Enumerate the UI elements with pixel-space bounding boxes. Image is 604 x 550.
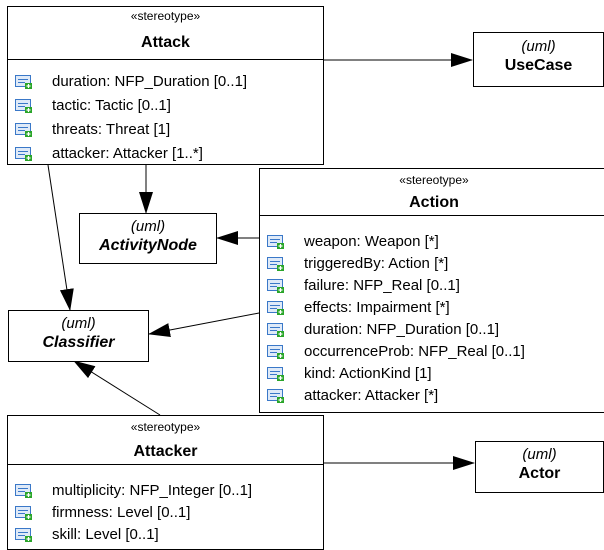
attribute-text: triggeredBy: Action [*] [304, 255, 449, 272]
attacker-stereotype-box[interactable]: «stereotype» Attacker multiplicity: NFP_… [7, 415, 324, 550]
attack-stereotype-box[interactable]: «stereotype» Attack duration: NFP_Durati… [7, 6, 324, 165]
property-icon [15, 123, 32, 137]
extension-attacker-classifier [73, 360, 161, 416]
attribute-text: kind: ActionKind [1] [304, 365, 432, 382]
property-icon [267, 257, 284, 271]
property-icon [267, 367, 284, 381]
attribute-text: attacker: Attacker [*] [304, 387, 439, 404]
attribute-text: skill: Level [0..1] [52, 526, 159, 543]
attribute-text: multiplicity: NFP_Integer [0..1] [52, 482, 253, 499]
property-icon [15, 147, 32, 161]
property-icon [267, 389, 284, 403]
actor-stereotype: (uml) [522, 446, 557, 463]
usecase-name: UseCase [504, 57, 573, 74]
property-icon [15, 484, 32, 498]
classifier-metaclass-box[interactable]: (uml) Classifier [8, 310, 149, 362]
attribute-text: failure: NFP_Real [0..1] [304, 277, 460, 294]
property-icon [15, 506, 32, 520]
property-icon [267, 323, 284, 337]
activitynode-metaclass-box[interactable]: (uml) ActivityNode [79, 213, 217, 264]
usecase-metaclass-box[interactable]: (uml) UseCase [473, 32, 604, 87]
property-icon [267, 235, 284, 249]
attack-header: «stereotype» Attack [8, 7, 323, 60]
attacker-name: Attacker [133, 443, 198, 460]
extension-attack-classifier [47, 164, 74, 311]
classifier-stereotype: (uml) [61, 315, 96, 332]
classifier-name: Classifier [42, 334, 115, 351]
activitynode-stereotype: (uml) [130, 218, 166, 235]
attacker-header: «stereotype» Attacker [8, 416, 323, 465]
usecase-stereotype: (uml) [521, 38, 556, 55]
attribute-text: firmness: Level [0..1] [52, 504, 191, 521]
attribute-text: occurrenceProb: NFP_Real [0..1] [304, 343, 525, 360]
extension-action-classifier [148, 312, 260, 337]
property-icon [15, 528, 32, 542]
attribute-text: weapon: Weapon [*] [304, 233, 439, 250]
action-name: Action [409, 194, 459, 211]
attacker-stereotype-label: «stereotype» [130, 420, 201, 434]
action-header: «stereotype» Action [260, 169, 604, 216]
action-stereotype-label: «stereotype» [399, 173, 469, 187]
attribute-text: effects: Impairment [*] [304, 299, 450, 316]
attribute-text: tactic: Tactic [0..1] [52, 97, 171, 114]
property-icon [267, 345, 284, 359]
attack-stereotype-label: «stereotype» [130, 9, 201, 23]
property-icon [267, 301, 284, 315]
attribute-text: attacker: Attacker [1..*] [52, 145, 203, 162]
actor-metaclass-box[interactable]: (uml) Actor [475, 441, 604, 493]
property-icon [15, 75, 32, 89]
actor-name: Actor [518, 465, 561, 482]
attribute-text: duration: NFP_Duration [0..1] [52, 73, 248, 90]
attribute-text: threats: Threat [1] [52, 121, 171, 138]
attack-name: Attack [141, 34, 190, 51]
property-icon [15, 99, 32, 113]
property-icon [267, 279, 284, 293]
action-stereotype-box[interactable]: «stereotype» Action weapon: Weapon [*] t… [259, 168, 604, 413]
activitynode-name: ActivityNode [99, 237, 197, 254]
attribute-text: duration: NFP_Duration [0..1] [304, 321, 500, 338]
